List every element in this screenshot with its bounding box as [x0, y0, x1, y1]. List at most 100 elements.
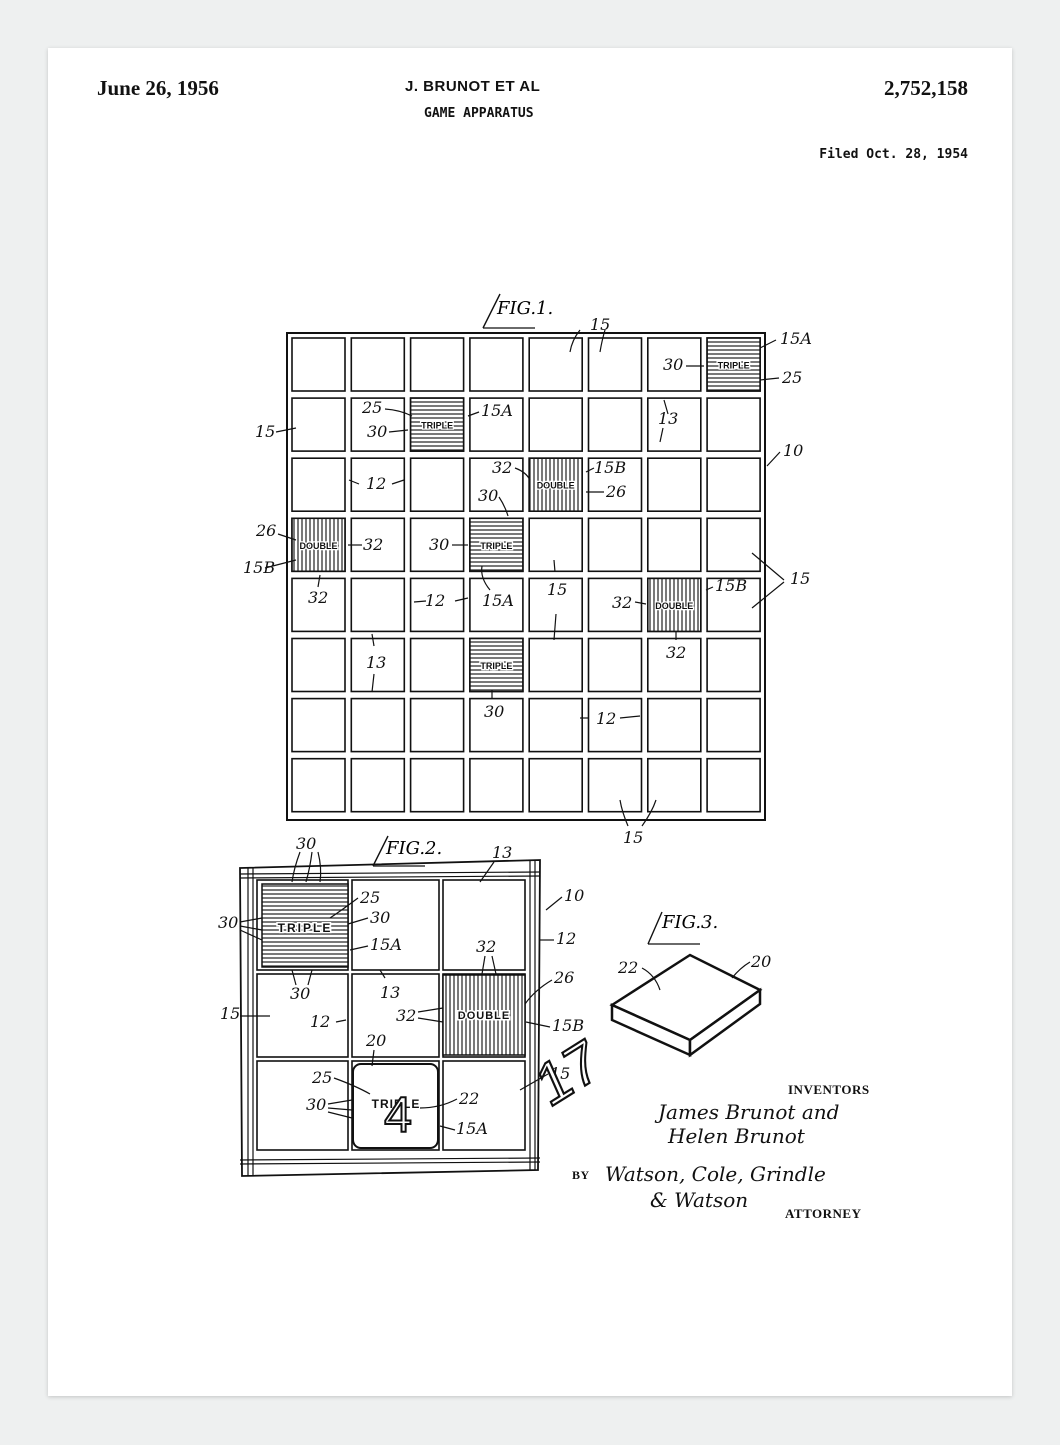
fig1-triple-square — [469, 637, 524, 693]
fig2-ref-12-right: 12 — [556, 929, 576, 948]
fig1-ref-13-left: 13 — [366, 653, 386, 672]
fig2-ref-15A: 15A — [370, 935, 402, 954]
fig1-cell — [469, 337, 524, 392]
fig1-label-text: FIG.1. — [496, 298, 553, 319]
fig1-ref-13-right: 13 — [658, 409, 678, 428]
fig1-cell — [587, 577, 643, 633]
fig1-cell — [587, 337, 643, 392]
fig1-cell — [469, 757, 524, 813]
fig2-triple-square — [261, 883, 349, 968]
fig3-ref-22: 22 — [617, 958, 638, 977]
fig1-cell — [350, 577, 406, 633]
fig1-triple-square — [409, 397, 465, 452]
fig1-ref-15A-lower: 15A — [482, 591, 514, 610]
fig2-label-text: FIG.2. — [385, 838, 442, 859]
fig1-triple-square — [706, 337, 761, 392]
fig2-rail-line — [239, 875, 541, 879]
fig2-cell — [442, 1060, 526, 1151]
fig1-cell — [528, 637, 584, 693]
fig2-ref-10: 10 — [564, 886, 584, 905]
fig1-cell — [587, 697, 643, 753]
fig1-ref-30-top: 30 — [663, 355, 683, 374]
fig2-ref-15A-lower: 15A — [456, 1119, 488, 1138]
fig1-ref-26-top: 26 — [605, 482, 626, 501]
fig1-cell — [409, 457, 465, 513]
fig1-ref-15-right: 15 — [790, 569, 810, 588]
filed-date: Filed Oct. 28, 1954 — [819, 147, 968, 162]
fig1-ref-10: 10 — [783, 441, 803, 460]
fig2-cell — [442, 879, 526, 971]
fig2-rail-line — [239, 871, 541, 875]
fig1-cell — [409, 337, 465, 392]
fig1-cell — [291, 697, 346, 753]
fig1-cell — [706, 457, 761, 513]
fig1-cell — [291, 397, 346, 452]
attorney-signature-line2: & Watson — [650, 1188, 749, 1212]
fig1-cell — [469, 697, 524, 753]
fig2-double-text: DOUBLE — [458, 1010, 510, 1022]
fig2-label: FIG.2. — [372, 835, 442, 867]
fig3-reference-numerals: 22 20 — [617, 952, 771, 977]
fig1-ref-30-lower: 30 — [429, 535, 449, 554]
fig1-triple-text: TRIPLE — [480, 541, 512, 551]
attorney-signature-line1: Watson, Cole, Grindle — [605, 1162, 826, 1186]
fig1-cell — [587, 637, 643, 693]
fig2-cell — [351, 973, 440, 1058]
fig1-cell — [291, 757, 346, 813]
fig1-ref-30-center: 30 — [478, 486, 498, 505]
fig1-ref-32-lower-right: 32 — [666, 643, 686, 662]
fig1-cell — [291, 577, 346, 633]
fig1-cell — [646, 697, 702, 753]
fig1-triple-square — [469, 517, 524, 573]
fig2-ref-25: 25 — [359, 888, 380, 907]
fig1-cell — [350, 337, 406, 392]
fig1-ref-15-center: 15 — [547, 580, 567, 599]
fig1-cell — [646, 637, 702, 693]
fig1-cell — [706, 637, 761, 693]
fig2-ref-25-bottom: 25 — [311, 1068, 332, 1087]
patent-number: 2,752,158 — [884, 76, 968, 100]
fig2-ref-32-top: 32 — [476, 937, 496, 956]
fig2-ref-15B: 15B — [552, 1016, 584, 1035]
fig1-cell — [706, 517, 761, 573]
fig1-ref-30-mid: 30 — [367, 422, 387, 441]
fig1-cell — [528, 397, 584, 452]
fig2-ref-30-top: 30 — [296, 834, 316, 853]
fig1-double-square — [528, 457, 584, 513]
patent-date: June 26, 1956 — [97, 76, 219, 100]
fig1-cell — [409, 757, 465, 813]
fig1-double-text: DOUBLE — [655, 601, 693, 611]
fig1-cell — [706, 397, 761, 452]
fig2-double-square — [442, 974, 526, 1056]
fig2-ref-22: 22 — [458, 1089, 479, 1108]
fig1-cell — [706, 577, 761, 633]
fig1-ref-15B-top: 15B — [594, 458, 626, 477]
fig2-ref-20: 20 — [365, 1031, 386, 1050]
fig1-double-text: DOUBLE — [537, 481, 575, 491]
fig1-ref-15A-mid: 15A — [481, 401, 513, 420]
fig1-cell — [646, 457, 702, 513]
fig1-cell — [469, 577, 524, 633]
fig1-triple-text: TRIPLE — [718, 361, 750, 371]
fig1-cell — [646, 337, 702, 392]
fig1-ref-12-mid: 12 — [425, 591, 445, 610]
fig2-ref-13-top: 13 — [492, 843, 512, 862]
fig1-cell — [409, 637, 465, 693]
fig1-cell — [469, 457, 524, 513]
by-label: BY — [572, 1168, 590, 1182]
fig2-ref-13-mid: 13 — [380, 983, 400, 1002]
fig1-cell — [646, 397, 702, 452]
fig1-ref-15-left: 15 — [255, 422, 275, 441]
fig1-cell — [291, 637, 346, 693]
fig3-label: FIG.3. — [647, 911, 718, 945]
fig1-ref-32-bottom: 32 — [308, 588, 328, 607]
fig1-ref-32-left: 32 — [363, 535, 383, 554]
fig3-ref-20: 20 — [750, 952, 771, 971]
fig2-ref-30-lower: 30 — [306, 1095, 326, 1114]
fig1-double-square — [646, 577, 702, 633]
fig1-cell — [587, 457, 643, 513]
fig1-ref-25-top: 25 — [781, 368, 802, 387]
inventors-signature-line2: Helen Brunot — [668, 1124, 805, 1148]
fig1-ref-26-left: 26 — [255, 521, 276, 540]
